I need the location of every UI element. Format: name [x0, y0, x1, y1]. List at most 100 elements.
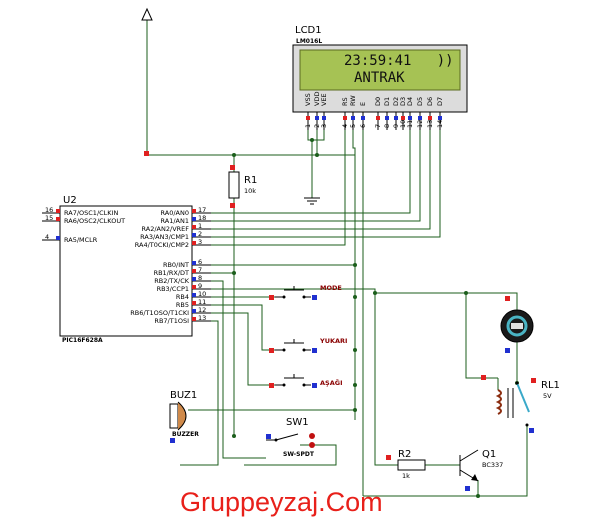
wire-d7: [211, 130, 441, 238]
wire-rb7-buzzer: [180, 320, 219, 466]
button-mode-label: MODE: [320, 284, 342, 292]
wire-rs: [211, 130, 346, 246]
r1-ref: R1: [244, 175, 257, 186]
button-asagi[interactable]: AŞAĞI: [275, 374, 343, 387]
motor-icon[interactable]: [500, 309, 534, 343]
lcd-pin-marker: [343, 116, 347, 120]
junction: [464, 291, 468, 295]
mcu-model: PIC16F628A: [62, 337, 103, 344]
wire-vcc-rail: [146, 20, 355, 156]
relay-ref: RL1: [541, 380, 560, 391]
button-yukari[interactable]: YUKARI: [275, 337, 347, 352]
sw1-contact-icon: [309, 433, 315, 439]
lcd-pin-number: 3: [320, 124, 328, 128]
mcu-pin-number: 8: [198, 274, 202, 282]
relay-contact-icon: [516, 382, 530, 413]
wire-rb2-sw1: [211, 280, 266, 459]
mcu-pin-marker: [192, 261, 196, 265]
pin-markers: [144, 151, 536, 491]
mcu-pin-name: RB1/RX/DT: [154, 269, 189, 277]
mcu-pin-marker: [192, 301, 196, 305]
mcu-pin-name: RA3/AN3/CMP1: [140, 233, 189, 241]
junction: [476, 494, 480, 498]
q1-model: BC337: [482, 461, 503, 469]
lcd-model: LM016L: [296, 38, 322, 45]
lcd-display[interactable]: LCD1 LM016L 23:59:41 )) ANTRAK VSS1VDD2V…: [292, 25, 468, 130]
lcd-pin-number: 5: [349, 124, 357, 128]
mcu-pin-number: 11: [198, 298, 206, 306]
mcu-pin-number: 1: [198, 222, 202, 230]
buzzer-ref: BUZ1: [170, 390, 197, 401]
mcu-pin-name: RB6/T1OSO/T1CKI: [130, 309, 189, 317]
lcd-line-1: 23:59:41 )): [344, 53, 454, 69]
lcd-pin-name: D6: [426, 97, 434, 106]
mcu-pin-marker: [192, 317, 196, 321]
junction: [232, 434, 236, 438]
mcu-pin-name: RB2/TX/CK: [154, 277, 189, 285]
lcd-pin-marker: [438, 116, 442, 120]
lcd-pin-name: RW: [349, 95, 357, 106]
resistor-r1[interactable]: R1 10k: [228, 171, 257, 199]
junction: [353, 383, 357, 387]
junction: [373, 291, 377, 295]
lcd-pin-marker: [428, 116, 432, 120]
mcu-pin-number: 13: [198, 314, 206, 322]
lcd-pin-number: 4: [341, 124, 349, 128]
mcu-pin-name: RB5: [176, 301, 189, 309]
lcd-pin-name: VDD: [313, 92, 321, 106]
lcd-pin-number: 10: [399, 120, 407, 128]
mcu-pin-name: RA6/OSC2/CLKOUT: [64, 217, 125, 225]
lcd-pin-marker: [351, 116, 355, 120]
r2-value: 1k: [402, 472, 410, 480]
mcu-pin-number: 12: [198, 306, 206, 314]
junction: [232, 153, 236, 157]
lcd-ref: LCD1: [295, 25, 322, 36]
wire-sw1: [244, 444, 337, 466]
wire-motor-supply: [375, 292, 518, 310]
mcu-pin-name: RB4: [176, 293, 189, 301]
resistor-r2[interactable]: R2 1k: [397, 449, 426, 480]
lcd-pin-name: D1: [383, 97, 391, 106]
lcd-pin-number: 2: [313, 124, 321, 128]
wire-rb-asagi: [211, 312, 275, 386]
mcu-pin-name: RA7/OSC1/CLKIN: [64, 209, 118, 217]
lcd-pin-number: 1: [304, 124, 312, 128]
lcd-pin-number: 9: [392, 124, 400, 128]
lcd-pin-name: D4: [406, 97, 414, 106]
lcd-pin-number: 7: [374, 124, 382, 128]
mcu-pin-name: RB0/INT: [163, 261, 189, 269]
relay-rl1[interactable]: RL1 5V: [495, 380, 560, 427]
mcu-pin-marker: [192, 217, 196, 221]
lcd-pin-marker: [394, 116, 398, 120]
wire-rb3-r2: [211, 288, 398, 466]
lcd-pin-marker: [385, 116, 389, 120]
mcu-pin-number: 7: [198, 266, 202, 274]
switch-sw1[interactable]: SW1 SW-SPDT: [266, 417, 315, 458]
wire-coil-supply: [465, 293, 498, 379]
lcd-pin-name: RS: [341, 97, 349, 106]
q1-ref: Q1: [482, 449, 496, 460]
junction: [315, 153, 319, 157]
mcu-pin-marker: [192, 285, 196, 289]
wire-d5: [211, 130, 421, 222]
mcu-pin-number: 2: [198, 230, 202, 238]
junction: [353, 295, 357, 299]
lcd-pins: VSS1VDD2VEE3RS4RW5E6D07D18D29D310D411D51…: [304, 92, 444, 130]
wire-d6: [211, 130, 431, 230]
mcu-pin-number: 18: [198, 214, 206, 222]
button-yukari-label: YUKARI: [319, 337, 347, 345]
wire-rb-yukari: [211, 304, 275, 351]
lcd-pin-name: D0: [374, 97, 382, 106]
ground-icon: [304, 197, 320, 205]
buzzer-buz1[interactable]: BUZ1 BUZZER: [169, 390, 199, 438]
transistor-q1[interactable]: Q1 BC337: [459, 449, 503, 482]
lcd-pin-number: 14: [436, 120, 444, 128]
sw1-model: SW-SPDT: [283, 451, 315, 458]
button-mode[interactable]: MODE: [275, 284, 342, 299]
lcd-pin-marker: [315, 116, 319, 120]
mcu-pin-marker: [192, 209, 196, 213]
mcu-pin-marker: [192, 269, 196, 273]
wire-d4: [211, 130, 411, 214]
